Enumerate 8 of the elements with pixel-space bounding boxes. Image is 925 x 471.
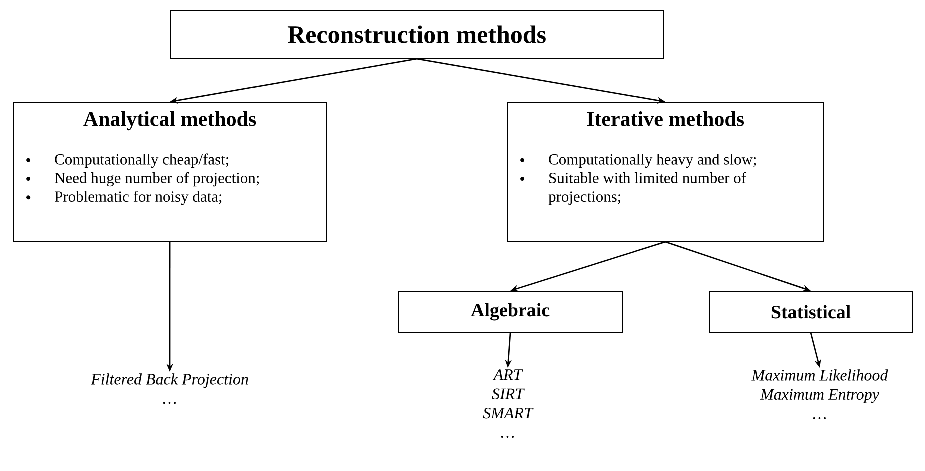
method-list: Maximum Likelihood Maximum Entropy … bbox=[752, 370, 888, 420]
method-box: Iterative methods Computationally heavy and slow; Suitable with limited number of projections; bbox=[507, 102, 824, 242]
method-box: Reconstruction methods bbox=[170, 10, 664, 60]
method-box: Statistical bbox=[709, 291, 914, 334]
method-list: ART SIRT SMART … bbox=[483, 370, 534, 438]
method-list: Filtered Back Projection … bbox=[91, 374, 248, 404]
method-box: Analytical methods Computationally cheap/fast; Need huge number of projection; Problematic for noisy data; bbox=[13, 102, 328, 242]
method-box: Algebraic bbox=[398, 291, 624, 334]
